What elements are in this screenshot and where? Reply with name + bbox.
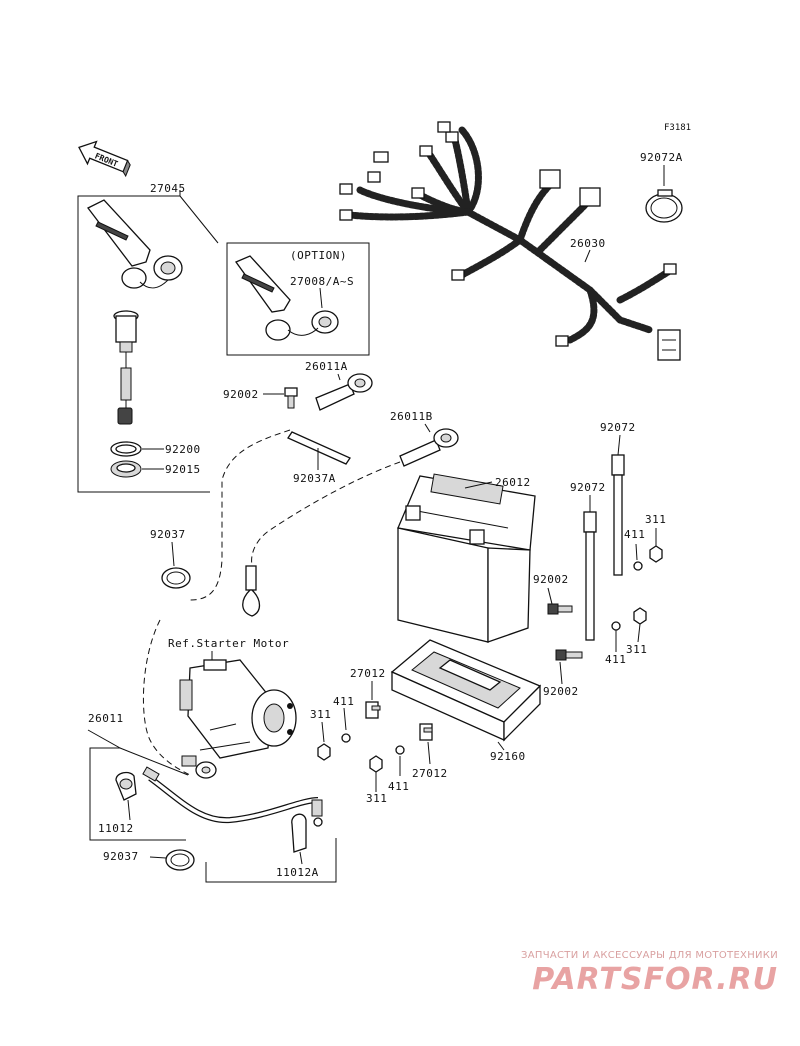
- label-311-d: 311: [366, 792, 387, 805]
- battery: 26012: [397, 473, 536, 643]
- small-hardware: 27012 411 311 27012 411 311: [310, 667, 448, 805]
- clamp-92072a: 92072A: [640, 151, 683, 223]
- option-label: (OPTION): [290, 249, 347, 262]
- option-key-box: (OPTION) 27008/A~S: [226, 242, 370, 356]
- label-311-a: 311: [645, 513, 666, 526]
- starter-motor: Ref.Starter Motor: [168, 637, 297, 759]
- label-311-b: 311: [626, 643, 647, 656]
- label-26011a: 26011A: [305, 360, 348, 373]
- label-411-a: 411: [624, 528, 645, 541]
- label-92160: 92160: [490, 750, 526, 763]
- starter-cable-group: 26011 11012 11012A 92037: [87, 712, 337, 883]
- label-92037a: 92037A: [293, 472, 336, 485]
- label-92002-mid: 92002: [533, 573, 569, 586]
- clamp-92037: 92037: [150, 528, 191, 589]
- label-27045: 27045: [150, 182, 186, 195]
- watermark-logo: PARTSFOR.RU: [532, 962, 778, 997]
- label-411-b: 411: [605, 653, 626, 666]
- ref-starter-motor-label: Ref.Starter Motor: [168, 637, 289, 650]
- label-11012a: 11012A: [276, 866, 319, 879]
- label-311-c: 311: [310, 708, 331, 721]
- label-411-c: 411: [333, 695, 354, 708]
- figure-code: F3181: [664, 123, 691, 133]
- label-92037-b: 92037: [103, 850, 139, 863]
- label-27012-a: 27012: [350, 667, 386, 680]
- label-92072-top: 92072: [600, 421, 636, 434]
- front-arrow-icon: FRONT: [78, 140, 131, 178]
- label-27012-b: 27012: [412, 767, 448, 780]
- battery-cables-upper: 26011A 92002 92037A 26011B: [142, 360, 459, 776]
- label-26011: 26011: [88, 712, 124, 725]
- label-11012: 11012: [98, 822, 134, 835]
- label-92072-mid: 92072: [570, 481, 606, 494]
- label-26030: 26030: [570, 237, 606, 250]
- key-switch-group: 27045 92200 92015: [77, 182, 219, 493]
- label-27008: 27008/A~S: [290, 275, 354, 288]
- label-92015: 92015: [165, 463, 201, 476]
- battery-straps: 92072 92072 311 411 92002 311 411 92002: [533, 421, 666, 698]
- label-26012: 26012: [495, 476, 531, 489]
- label-26011b: 26011B: [390, 410, 433, 423]
- label-411-d: 411: [388, 780, 409, 793]
- label-92037: 92037: [150, 528, 186, 541]
- watermark-tagline: ЗАПЧАСТИ И АКСЕССУАРЫ ДЛЯ МОТОТЕХНИКИ: [521, 950, 778, 961]
- battery-tray: 92160: [390, 639, 542, 763]
- label-92072a: 92072A: [640, 151, 683, 164]
- label-92002-low: 92002: [543, 685, 579, 698]
- label-92200: 92200: [165, 443, 201, 456]
- wiring-harness: 26030: [339, 121, 681, 361]
- label-92002-top: 92002: [223, 388, 259, 401]
